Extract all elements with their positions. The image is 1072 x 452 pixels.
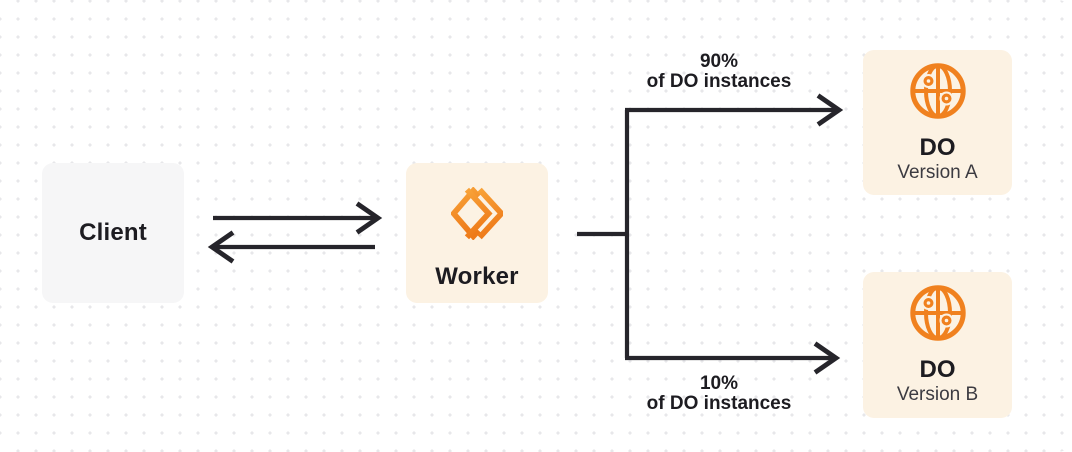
do-a-title: DO <box>919 134 956 161</box>
branch-bottom-label: 10% of DO instances <box>616 374 822 414</box>
do-version-b-node: DO Version B <box>863 272 1012 418</box>
do-a-subtitle: Version A <box>897 162 978 183</box>
globe-icon <box>909 63 966 119</box>
branch-bottom-percent: 10% <box>699 373 739 394</box>
workers-logo-icon <box>451 187 503 240</box>
globe-icon <box>909 285 966 341</box>
arrow-to-version-a-icon <box>625 93 844 127</box>
do-b-title: DO <box>919 356 956 383</box>
client-node: Client <box>42 163 184 303</box>
branch-bottom-caption: of DO instances <box>646 393 792 414</box>
branch-top-caption: of DO instances <box>646 71 792 92</box>
client-worker-arrows-icon <box>207 201 383 264</box>
do-b-subtitle: Version B <box>896 384 979 405</box>
branch-top-label: 90% of DO instances <box>616 52 822 92</box>
branch-top-percent: 90% <box>699 51 739 72</box>
worker-node: Worker <box>406 163 548 303</box>
client-label: Client <box>79 219 147 246</box>
arrow-to-version-b-icon <box>625 341 841 375</box>
arrow-right-icon <box>213 201 383 235</box>
do-version-a-node: DO Version A <box>863 50 1012 195</box>
worker-label: Worker <box>435 263 519 290</box>
branch-arrows-icon <box>577 93 844 375</box>
arrow-left-icon <box>207 230 375 264</box>
